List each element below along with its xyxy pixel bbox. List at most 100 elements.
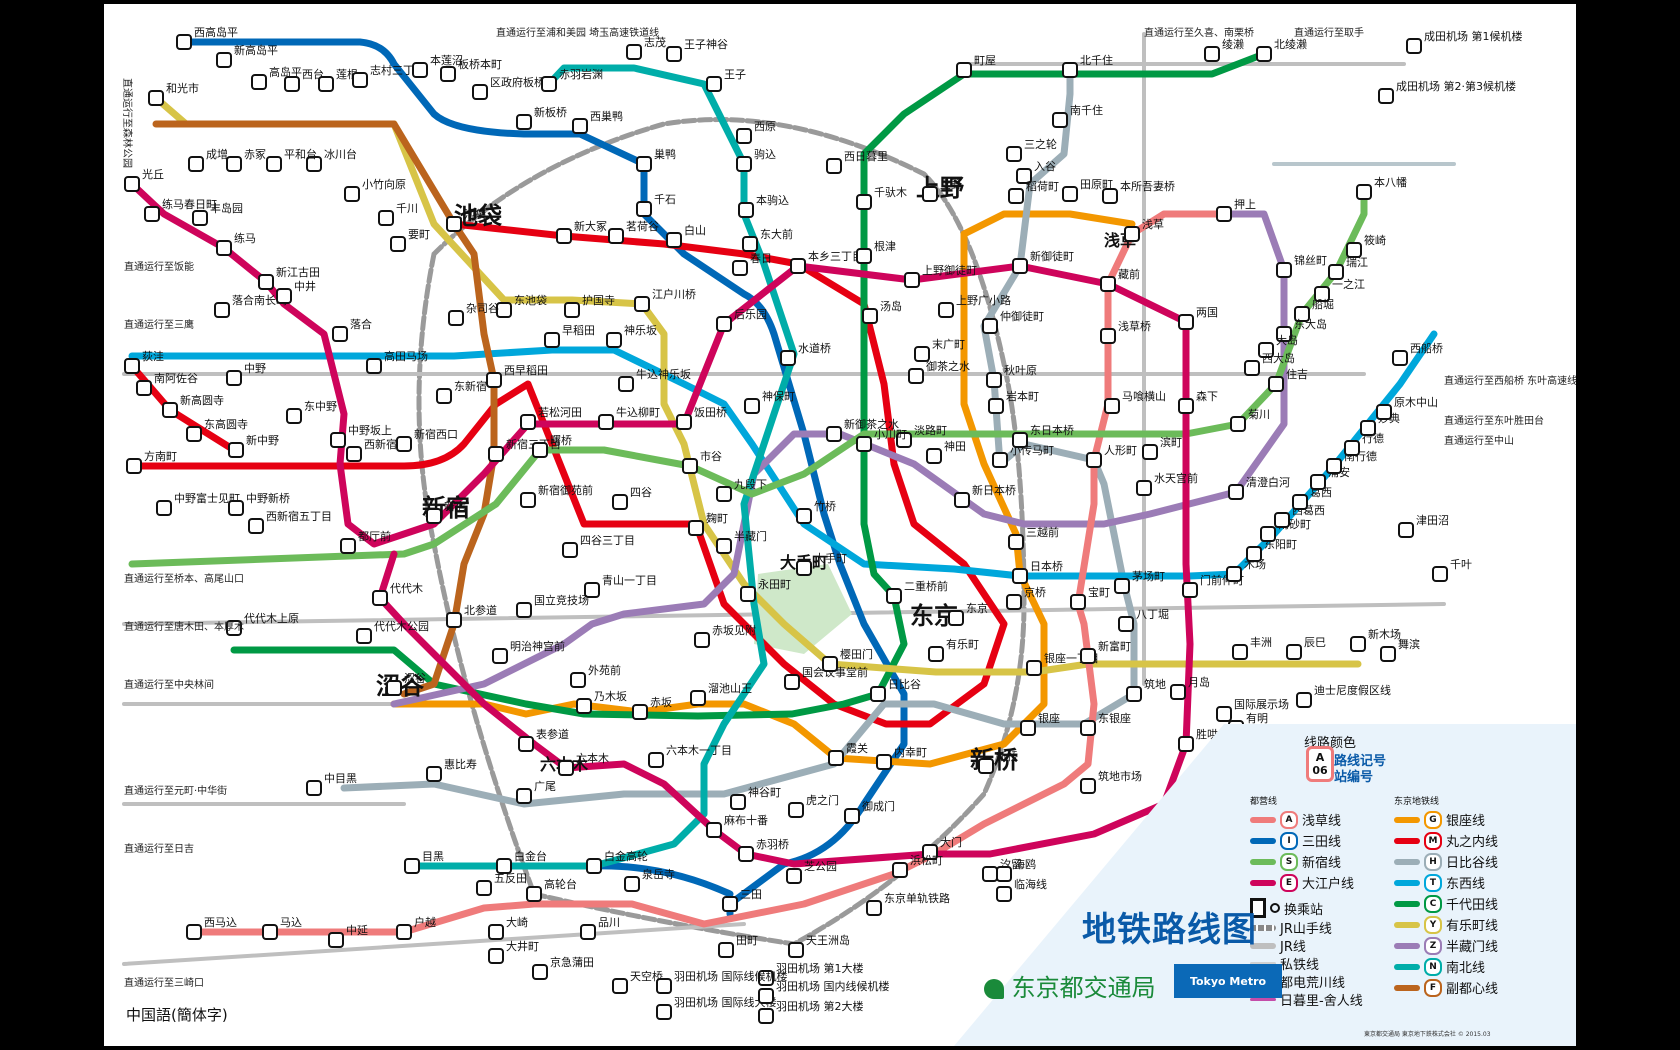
station-marker bbox=[532, 442, 548, 458]
station-name: 西早稻田 bbox=[504, 364, 548, 377]
station-name: 冰川台 bbox=[324, 147, 357, 161]
station-name: 迪士尼度假区线 bbox=[1314, 683, 1391, 697]
station-name: 浜松町 bbox=[910, 853, 943, 867]
station-name: 千川 bbox=[396, 202, 418, 215]
station-name: 京桥 bbox=[1024, 585, 1046, 599]
station-marker bbox=[1100, 276, 1116, 292]
station-marker bbox=[372, 590, 388, 606]
station-name: 神保町 bbox=[762, 389, 795, 403]
station-marker bbox=[626, 44, 642, 60]
copyright: 東京都交通局 東京地下鉄株式会社 © 2015.03 bbox=[1364, 1031, 1491, 1038]
station-marker bbox=[1016, 168, 1032, 184]
station-marker bbox=[1080, 778, 1096, 794]
station-name: 中野坂上 bbox=[348, 424, 392, 437]
station-marker bbox=[706, 76, 722, 92]
station-marker bbox=[570, 672, 586, 688]
station-name: 月岛 bbox=[1188, 675, 1210, 689]
station-name: 麻布十番 bbox=[724, 813, 768, 827]
station-marker bbox=[1062, 62, 1078, 78]
station-marker bbox=[306, 156, 322, 172]
legend-nippori-toneri: 日暮里-舍人线 bbox=[1250, 990, 1363, 1009]
station-name: 赤冢 bbox=[244, 148, 266, 161]
station-marker bbox=[666, 46, 682, 62]
line-code-badge: C bbox=[1424, 894, 1442, 913]
station-marker bbox=[518, 736, 534, 752]
station-marker bbox=[284, 76, 300, 92]
station-name: 赤羽桥 bbox=[756, 838, 789, 851]
station-name: 千石 bbox=[654, 193, 676, 206]
station-name: 高田马场 bbox=[384, 349, 428, 363]
station-name: 瑞江 bbox=[1346, 255, 1368, 269]
station-name: 水天宫前 bbox=[1154, 471, 1198, 485]
station-name: 东银座 bbox=[1098, 711, 1131, 725]
line-name: 新宿线 bbox=[1302, 856, 1342, 871]
station-marker bbox=[1246, 546, 1262, 562]
station-name: 竹桥 bbox=[814, 499, 836, 513]
station-name: 马喰横山 bbox=[1122, 389, 1166, 403]
station-marker bbox=[624, 876, 640, 892]
station-name: 田原町 bbox=[1080, 178, 1113, 191]
station-name: 惠比寿 bbox=[444, 757, 477, 771]
station-marker bbox=[476, 880, 492, 896]
station-name: 板桥本町 bbox=[458, 57, 502, 71]
station-name: 中井 bbox=[294, 279, 316, 293]
station-marker bbox=[266, 156, 282, 172]
through-note: 直通运行至元町·中华街 bbox=[124, 784, 227, 797]
station-name: 大井町 bbox=[506, 939, 539, 953]
station-name: 大门 bbox=[940, 835, 962, 849]
hub-label: 池袋 bbox=[454, 202, 503, 230]
station-name: 筑地 bbox=[1144, 677, 1166, 691]
station-marker bbox=[738, 202, 754, 218]
station-marker bbox=[584, 582, 600, 598]
station-marker bbox=[780, 350, 796, 366]
station-name: 宝町 bbox=[1088, 585, 1110, 599]
station-name: 汤岛 bbox=[880, 299, 902, 313]
station-marker bbox=[526, 886, 542, 902]
station-marker bbox=[126, 458, 142, 474]
station-name: 羽田机场 第2大楼 bbox=[776, 999, 864, 1013]
station-name: 练马 bbox=[234, 231, 256, 245]
station-marker bbox=[922, 186, 938, 202]
station-name: 芝公园 bbox=[804, 860, 837, 873]
station-name: 王子 bbox=[724, 68, 746, 81]
station-marker bbox=[186, 426, 202, 442]
station-marker bbox=[258, 274, 274, 290]
station-name: 外苑前 bbox=[588, 663, 621, 677]
station-marker bbox=[558, 760, 574, 776]
station-marker bbox=[636, 201, 652, 217]
station-marker bbox=[248, 518, 264, 534]
station-name: 本所吾妻桥 bbox=[1120, 179, 1175, 193]
station-marker bbox=[1360, 420, 1376, 436]
station-marker bbox=[988, 398, 1004, 414]
station-marker bbox=[1406, 38, 1422, 54]
station-name: 新板桥 bbox=[534, 105, 567, 119]
station-name: 练马春日町 bbox=[162, 197, 217, 211]
station-marker bbox=[954, 492, 970, 508]
station-marker bbox=[1296, 692, 1312, 708]
legend-station-number: 站编号 bbox=[1334, 770, 1374, 785]
station-marker bbox=[1170, 684, 1186, 700]
station-marker bbox=[992, 452, 1008, 468]
station-marker bbox=[1392, 350, 1408, 366]
station-name: 天空桥 bbox=[630, 969, 663, 983]
station-name: 羽田机场 国际线大楼 bbox=[674, 995, 777, 1009]
station-name: 内幸町 bbox=[894, 745, 927, 759]
station-name: 高岛平 bbox=[269, 65, 302, 79]
line-name: 有乐町线 bbox=[1446, 919, 1499, 934]
station-name: 大手町 bbox=[814, 551, 847, 565]
station-name: 赤坂见附 bbox=[712, 623, 756, 637]
station-name: 丰洲 bbox=[1250, 636, 1272, 649]
station-marker bbox=[412, 62, 428, 78]
station-marker bbox=[732, 260, 748, 276]
station-name: 成增 bbox=[206, 147, 228, 161]
station-name: 新富町 bbox=[1098, 639, 1131, 653]
station-marker bbox=[516, 114, 532, 130]
line-code-badge: G bbox=[1424, 810, 1442, 829]
station-marker bbox=[1328, 264, 1344, 280]
station-marker bbox=[516, 788, 532, 804]
station-marker bbox=[1204, 46, 1220, 62]
station-name: 表参道 bbox=[536, 727, 569, 741]
